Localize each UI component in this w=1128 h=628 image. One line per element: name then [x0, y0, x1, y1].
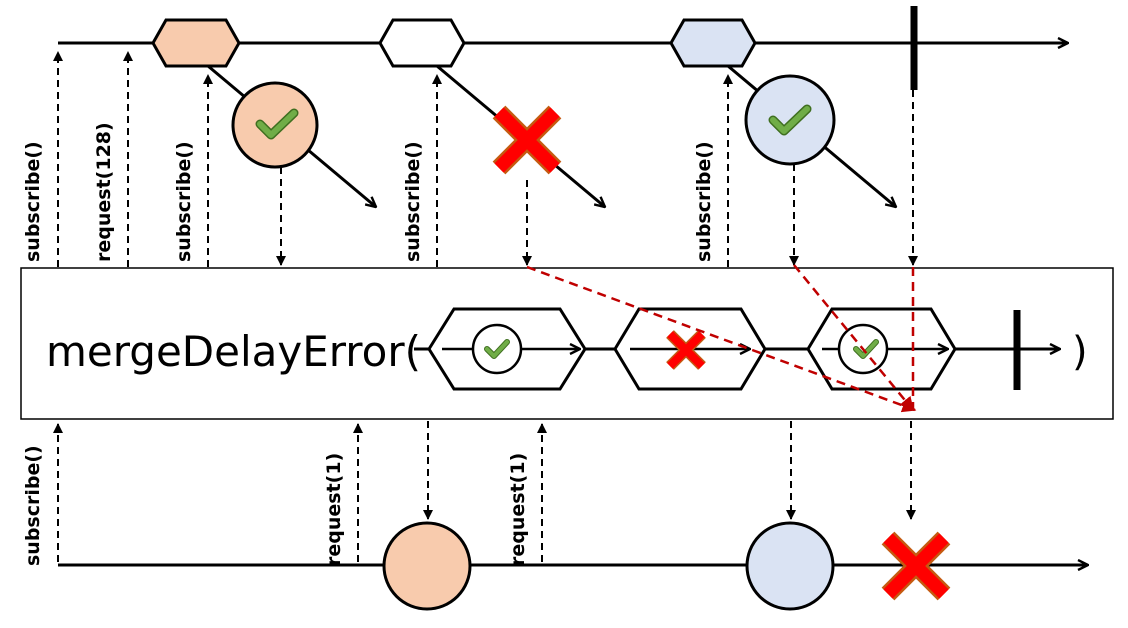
upstream-request-label: request(128) — [93, 122, 115, 262]
downstream-request-label-1: request(1) — [323, 453, 345, 566]
inner-subscribe-label-2: subscribe() — [402, 141, 424, 262]
operator-closing-paren: ) — [1072, 329, 1088, 375]
downstream-subscribe-label: subscribe() — [22, 445, 44, 566]
inner-source-white — [378, 18, 466, 68]
x-cross-icon — [499, 112, 555, 168]
operator-name: mergeDelayError( — [46, 327, 421, 376]
inner-item-blue-success — [744, 74, 836, 166]
operator-inner-source-2 — [613, 307, 767, 391]
output-item-blue — [745, 521, 835, 611]
operator-inner-source-1 — [427, 307, 587, 391]
inner-source-blue — [669, 18, 757, 68]
inner-subscribe-label-1: subscribe() — [173, 141, 195, 262]
operator-box: mergeDelayError( ) — [20, 264, 1114, 420]
operator-inner-source-3 — [806, 307, 957, 391]
inner-source-orange — [151, 18, 241, 68]
output-item-orange — [382, 521, 472, 611]
delayed-error-path-2 — [793, 264, 914, 412]
downstream-timeline: subscribe() request(1) request(1) — [22, 421, 1088, 611]
delayed-error-path-1 — [526, 265, 917, 413]
upstream-subscribe-label: subscribe() — [22, 141, 44, 262]
downstream-request-label-2: request(1) — [507, 453, 529, 566]
inner-item-white-error — [499, 112, 555, 168]
inner-subscribe-label-3: subscribe() — [693, 141, 715, 262]
upstream-timeline: subscribe() request(128) subscribe() sub… — [22, 6, 1068, 267]
inner-item-orange-success — [231, 81, 319, 169]
